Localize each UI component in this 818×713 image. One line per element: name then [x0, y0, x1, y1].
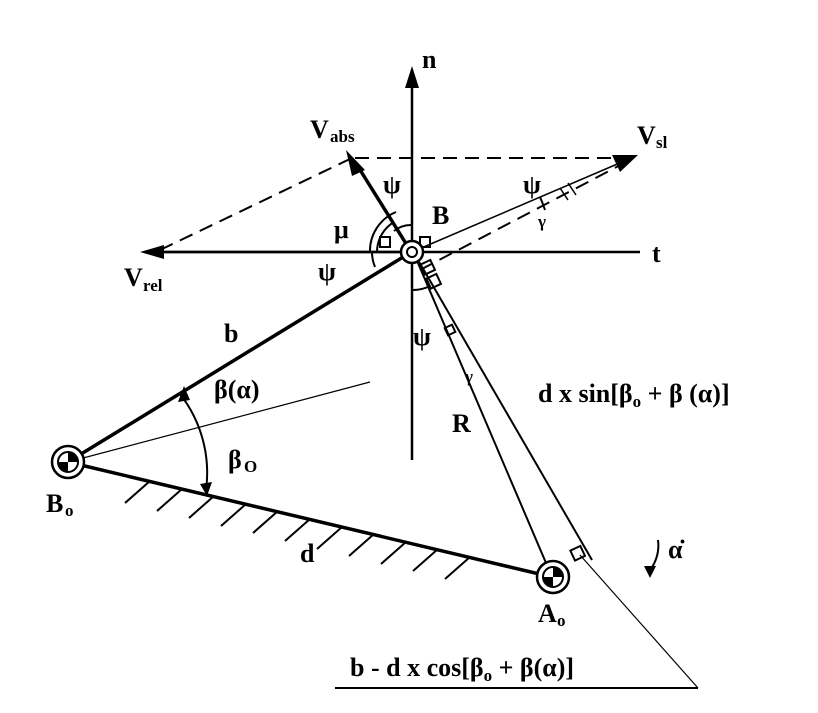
linkage [67, 252, 699, 689]
mu-arc-outer [368, 211, 397, 253]
mu-arc-inner [376, 221, 395, 253]
formula-cos: b - d x cos[βo + β(α)] [350, 653, 574, 685]
psi-label-left: ψ [318, 257, 336, 286]
v-rel-vector [140, 245, 405, 259]
beta-alpha-label: β(α) [214, 375, 260, 404]
v-sl-tick [559, 187, 569, 201]
psi-label-bottom: ψ [413, 322, 431, 351]
t-axis-label: t [652, 239, 661, 268]
line-r-parallel [417, 259, 593, 561]
beta-arc [178, 386, 212, 496]
psi-label-vsl: ψ [523, 170, 541, 199]
v-sl-tick-2 [567, 182, 577, 196]
v-sl-vector [411, 155, 638, 253]
right-angle-b-top [419, 236, 431, 248]
pivot-b-o [50, 444, 86, 480]
dashed-construction [159, 157, 631, 271]
v-abs-arrowhead [346, 150, 365, 176]
v-sl-label: V sl [637, 121, 668, 152]
joint-b [399, 239, 425, 265]
right-angle-b-left [379, 236, 391, 248]
beta-arc-arrow-top [178, 386, 190, 402]
v-rel-label: V rel [124, 263, 163, 295]
hatch-line [156, 488, 183, 512]
v-abs-vector [346, 150, 412, 251]
v-abs-label: V abs [310, 115, 355, 146]
v-sl-arrowhead [612, 155, 638, 172]
link-d-label: d [300, 539, 315, 568]
svg-text:O: O [244, 457, 257, 476]
beta-o-label: β O [228, 445, 257, 476]
hatch-line [252, 510, 279, 534]
right-angle-link-top [425, 272, 443, 290]
hatch-line [444, 556, 471, 580]
n-axis-arrowhead [405, 66, 419, 88]
formula-sin: d x sin[βo + β (α)] [538, 379, 730, 411]
hatch-line [348, 533, 375, 557]
a-o-label: A o [538, 599, 566, 630]
link-b-label: b [224, 319, 238, 348]
n-axis [405, 66, 419, 460]
beta-arc-arrow-bottom [200, 482, 212, 496]
svg-text:sl: sl [656, 133, 668, 152]
hatch-line [412, 548, 439, 572]
svg-text:d x sin[βo + β (α)]: d x sin[βo + β (α)] [538, 379, 730, 411]
dashed-vsl-lower [419, 159, 631, 271]
alpha-dot-label: α̇ [668, 535, 685, 564]
svg-text:abs: abs [330, 127, 355, 146]
sin-perpendicular [579, 554, 699, 689]
right-angle-ao [569, 544, 587, 562]
psi-label-top: ψ [383, 170, 401, 199]
hatch-line [188, 495, 215, 519]
angle-arcs [368, 196, 546, 292]
svg-text:rel: rel [143, 276, 163, 295]
svg-text:o: o [557, 611, 566, 630]
pivot-a-o [535, 559, 571, 595]
radius-r-label: R [452, 409, 471, 438]
svg-text:V: V [637, 121, 656, 150]
psi-arc-top [393, 223, 413, 232]
gamma-label-r: γ [464, 367, 473, 386]
hatch-line [380, 541, 407, 565]
line-r [414, 255, 553, 578]
dashed-parallelogram-left [159, 157, 353, 251]
svg-text:V: V [124, 263, 143, 292]
svg-text:o: o [65, 501, 74, 520]
gamma-label: γ [537, 212, 546, 231]
gamma-arc [539, 196, 546, 211]
svg-text:A: A [538, 599, 557, 628]
hatch-line [284, 518, 311, 542]
svg-text:B: B [46, 489, 63, 518]
hatch-line [124, 480, 151, 504]
link-b [67, 252, 409, 464]
b-o-label: B o [46, 489, 74, 520]
alpha-dot-rotation-arrow [644, 539, 660, 578]
v-rel-arrowhead [140, 245, 164, 259]
ground-hatching [124, 480, 471, 580]
psi-arc-left [371, 251, 376, 268]
mu-label: μ [334, 215, 349, 244]
hatch-line [316, 526, 343, 550]
n-axis-label: n [422, 45, 437, 74]
hatch-line [220, 503, 247, 527]
point-b-label: B [432, 201, 449, 230]
svg-text:b - d x cos[βo + β(α)]: b - d x cos[βo + β(α)] [350, 653, 574, 685]
svg-text:V: V [310, 115, 329, 144]
beta-alpha-ray [67, 381, 371, 463]
svg-text:β: β [228, 445, 242, 474]
